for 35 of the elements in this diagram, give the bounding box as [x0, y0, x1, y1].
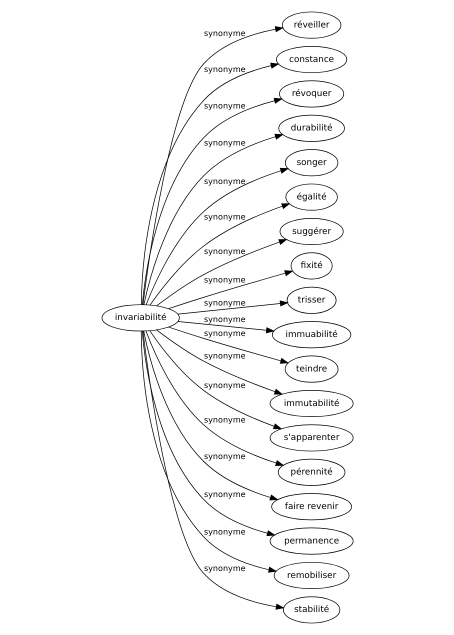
- arrow: [140, 62, 279, 306]
- arrow: [156, 239, 288, 306]
- arrow: [141, 98, 282, 306]
- node-ellipse: immuabilité: [272, 321, 351, 348]
- node-ellipse: pérennité: [277, 458, 345, 486]
- node-ellipse: réveiller: [281, 12, 341, 39]
- node-ellipse: trisser: [286, 286, 336, 314]
- arrow: [140, 330, 277, 573]
- arrow: [156, 330, 283, 394]
- node-ellipse: constance: [276, 46, 347, 74]
- node-ellipse: fixité: [290, 252, 332, 280]
- node-ellipse: permanence: [269, 528, 354, 555]
- arrow: [177, 321, 274, 334]
- node-ellipse: durabilité: [278, 114, 344, 142]
- arrow: [149, 330, 282, 430]
- arrow: [149, 203, 290, 306]
- node-ellipse: stabilité: [282, 596, 340, 624]
- arrow: [142, 330, 278, 500]
- node-ellipse: révoquer: [278, 80, 344, 108]
- arrow: [168, 270, 293, 310]
- node-ellipse: invariabilité: [101, 304, 180, 332]
- node-ellipse: égalité: [285, 184, 338, 211]
- arrow: [143, 134, 284, 305]
- node-ellipse: remobiliser: [273, 562, 349, 590]
- arrow: [142, 26, 284, 305]
- node-ellipse: suggérer: [279, 218, 344, 246]
- arrow: [145, 330, 284, 466]
- arrow: [168, 326, 289, 364]
- node-ellipse: teindre: [284, 356, 338, 383]
- arrow: [141, 330, 276, 536]
- arrow: [145, 168, 289, 306]
- node-ellipse: songer: [284, 149, 338, 176]
- arrow: [177, 300, 288, 314]
- arrow: [142, 330, 284, 610]
- node-ellipse: faire revenir: [270, 493, 352, 520]
